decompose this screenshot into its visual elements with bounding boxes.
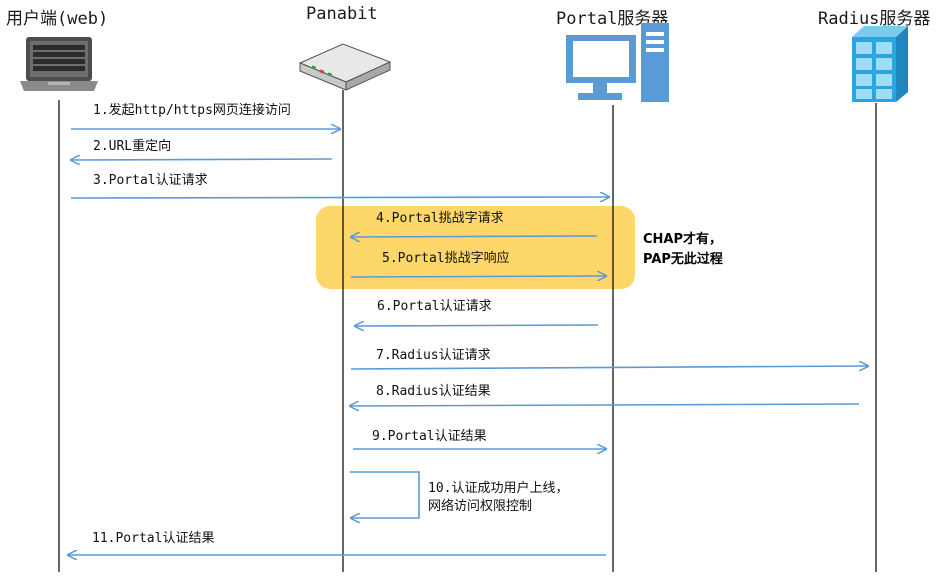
chap-note-line-1: CHAP才有， bbox=[643, 232, 723, 247]
message-9-label: 9.Portal认证结果 bbox=[372, 429, 487, 444]
message-2-label: 2.URL重定向 bbox=[93, 139, 172, 154]
arrow-7 bbox=[350, 366, 868, 369]
message-10-label: 10.认证成功用户上线， 网络访问权限控制 bbox=[428, 480, 568, 516]
laptop-icon bbox=[20, 37, 98, 91]
message-4-label: 4.Portal挑战字请求 bbox=[376, 211, 504, 226]
actor-label-client: 用户端(web) bbox=[6, 9, 109, 29]
message-6-label: 6.Portal认证请求 bbox=[377, 299, 492, 314]
chap-highlight-box bbox=[316, 206, 635, 289]
message-1-label: 1.发起http/https网页连接访问 bbox=[93, 103, 291, 118]
chap-note-line-2: PAP无此过程 bbox=[643, 252, 723, 267]
message-10-line-2: 网络访问权限控制 bbox=[428, 499, 533, 514]
arrow-10-self bbox=[350, 471, 420, 518]
message-3-label: 3.Portal认证请求 bbox=[93, 173, 208, 188]
message-11-label: 11.Portal认证结果 bbox=[92, 531, 215, 546]
arrow-5 bbox=[350, 276, 606, 277]
chap-note: CHAP才有， PAP无此过程 bbox=[643, 230, 723, 270]
arrow-6 bbox=[355, 325, 599, 326]
arrow-8 bbox=[350, 404, 860, 406]
arrow-3 bbox=[70, 197, 609, 198]
arrow-4 bbox=[351, 236, 598, 237]
message-5-label: 5.Portal挑战字响应 bbox=[382, 251, 510, 266]
desktop-computer-icon bbox=[566, 23, 669, 102]
message-10-line-1: 10.认证成功用户上线， bbox=[428, 481, 569, 496]
router-appliance-icon bbox=[298, 43, 392, 91]
actor-label-radius: Radius服务器 bbox=[818, 9, 931, 29]
arrow-2 bbox=[71, 159, 333, 160]
server-building-icon bbox=[852, 26, 908, 102]
message-8-label: 8.Radius认证结果 bbox=[376, 384, 491, 399]
actor-label-panabit: Panabit bbox=[306, 4, 378, 24]
actor-label-portal: Portal服务器 bbox=[556, 9, 669, 29]
message-7-label: 7.Radius认证请求 bbox=[376, 348, 491, 363]
